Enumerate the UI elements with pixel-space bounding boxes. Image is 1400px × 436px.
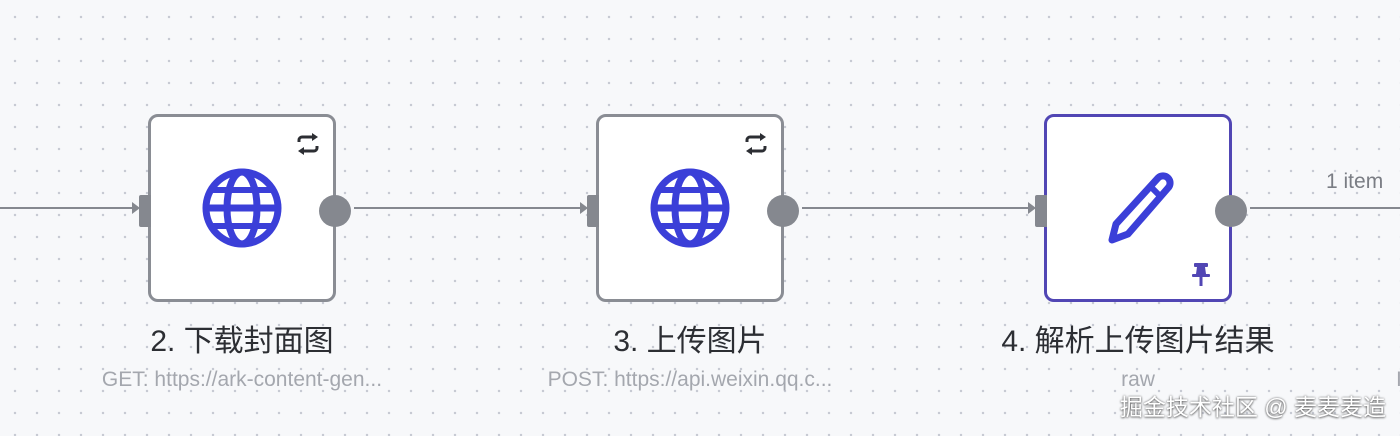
next-node-subtitle-stub: I	[1396, 368, 1400, 391]
arrowhead-3-to-4	[1028, 202, 1036, 214]
globe-icon	[648, 166, 732, 250]
arrowhead-2-to-3	[580, 202, 588, 214]
incoming-arrowhead	[132, 202, 140, 214]
node-subtitle: POST: https://api.weixin.qq.c...	[547, 368, 833, 391]
node-title: 2. 下载封面图	[150, 325, 334, 358]
watermark: 掘金技术社区 @ 麦麦麦造	[1119, 394, 1386, 420]
loop-icon	[295, 131, 321, 157]
pin-icon	[1189, 261, 1213, 287]
node-title: 3. 上传图片	[613, 325, 767, 358]
loop-icon	[743, 131, 769, 157]
node-upload-image[interactable]	[587, 114, 799, 302]
node-parse-upload-result[interactable]	[1035, 114, 1247, 302]
input-handle[interactable]	[1035, 195, 1047, 227]
node-subtitle: GET: https://ark-content-gen...	[101, 368, 383, 391]
input-handle[interactable]	[139, 195, 151, 227]
output-handle[interactable]	[319, 195, 351, 227]
globe-icon	[200, 166, 284, 250]
node-subtitle: raw	[1121, 368, 1155, 391]
output-item-count: 1 item	[1326, 170, 1384, 193]
node-download-cover[interactable]	[139, 114, 351, 302]
input-handle[interactable]	[587, 195, 599, 227]
pencil-icon	[1096, 166, 1180, 250]
output-handle[interactable]	[1215, 195, 1247, 227]
output-handle[interactable]	[767, 195, 799, 227]
node-title: 4. 解析上传图片结果	[1001, 325, 1275, 358]
